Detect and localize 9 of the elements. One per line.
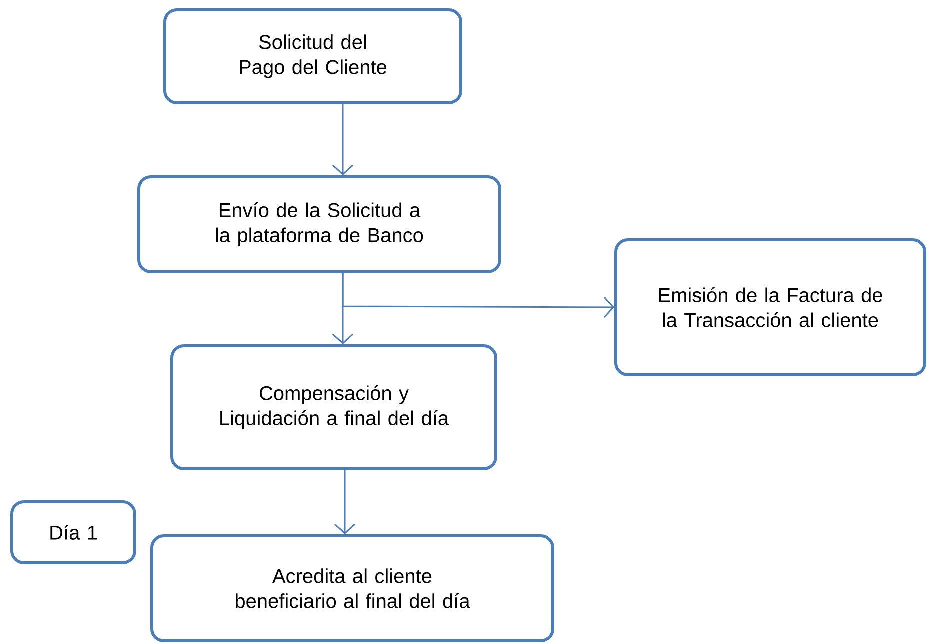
process-box: Solicitud del Pago del Cliente — [164, 8, 462, 104]
process-box: Emisión de la Factura de la Transacción al cliente — [614, 238, 926, 376]
process-box: Envío de la Solicitud a la plataforma de Banco — [138, 176, 502, 274]
arrow — [342, 274, 614, 318]
process-box: Acredita al cliente beneficiario al final del día — [150, 534, 554, 642]
arrow — [332, 104, 354, 176]
arrow — [334, 470, 356, 534]
process-box: Día 1 — [10, 500, 136, 564]
process-box: Compensación y Liquidación a final del día — [170, 344, 498, 470]
